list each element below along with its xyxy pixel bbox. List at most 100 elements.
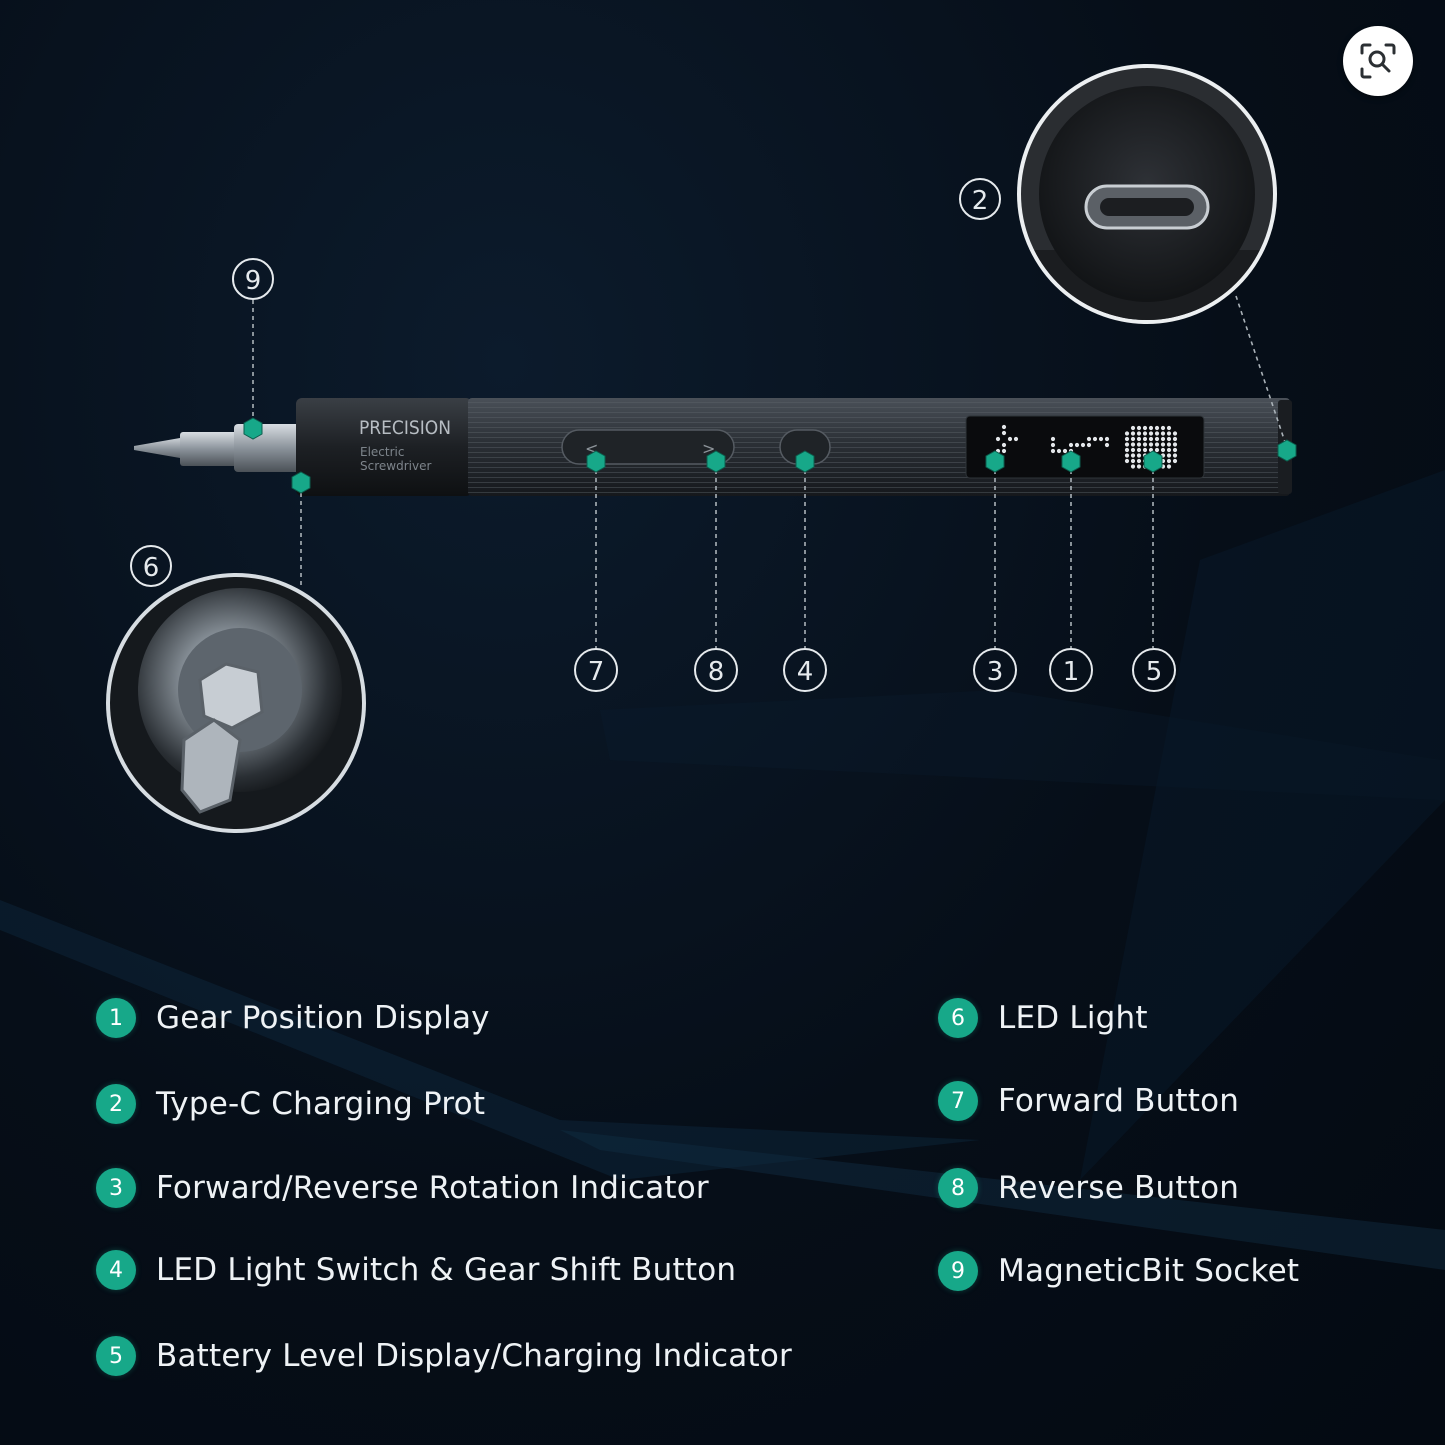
- svg-text:3: 3: [987, 657, 1004, 687]
- legend-item-7: 7 Forward Button: [938, 1077, 1239, 1125]
- callout-1: 1: [1049, 648, 1093, 692]
- matrix-dot: [1172, 442, 1178, 447]
- matrix-dot: [995, 436, 1001, 442]
- matrix-dot: [1166, 425, 1172, 431]
- matrix-dot: [1001, 430, 1007, 436]
- subtitle-line1: Electric: [360, 445, 404, 459]
- matrix-dot: [1130, 458, 1136, 464]
- front-cap: [296, 398, 472, 496]
- matrix-dot: [1154, 436, 1160, 442]
- matrix-dot: [1148, 436, 1154, 442]
- svg-text:7: 7: [588, 657, 605, 687]
- matrix-dot: [1050, 436, 1056, 442]
- matrix-dot: [1124, 447, 1130, 453]
- matrix-dot: [1104, 436, 1110, 442]
- matrix-dot: [1154, 442, 1160, 447]
- legend-item-3: 3 Forward/Reverse Rotation Indicator: [96, 1164, 709, 1212]
- matrix-dot: [1136, 425, 1142, 431]
- matrix-dot: [1172, 447, 1178, 453]
- legend-badge: 7: [938, 1081, 978, 1121]
- matrix-dot: [1124, 442, 1130, 447]
- matrix-dot: [1172, 436, 1178, 442]
- matrix-dot: [1124, 431, 1130, 436]
- legend-item-6: 6 LED Light: [938, 994, 1148, 1042]
- background-streaks: [0, 470, 1445, 1270]
- matrix-dot: [1172, 458, 1178, 464]
- matrix-dot: [1166, 436, 1172, 442]
- matrix-dot: [1136, 458, 1142, 464]
- svg-text:9: 9: [245, 266, 262, 296]
- legend-label: MagneticBit Socket: [998, 1253, 1300, 1289]
- legend-badge: 1: [96, 998, 136, 1038]
- matrix-dot: [1166, 458, 1172, 464]
- matrix-dot: [1130, 431, 1136, 436]
- matrix-dot: [1056, 448, 1062, 454]
- matrix-dot: [1142, 436, 1148, 442]
- matrix-dot: [1142, 442, 1148, 447]
- matrix-dot: [1050, 442, 1056, 448]
- legend-badge: 9: [938, 1251, 978, 1291]
- matrix-dot: [1130, 442, 1136, 447]
- brand-text: PRECISION: [359, 417, 451, 439]
- matrix-dot: [1007, 436, 1013, 442]
- matrix-dot: [1136, 442, 1142, 447]
- matrix-dot: [1001, 448, 1007, 454]
- matrix-dot: [1136, 447, 1142, 453]
- svg-text:2: 2: [972, 186, 989, 216]
- matrix-dot: [1092, 436, 1098, 442]
- matrix-dot: [1080, 442, 1086, 448]
- matrix-dot: [1166, 464, 1172, 469]
- svg-text:1: 1: [1063, 657, 1080, 687]
- matrix-dot: [1124, 458, 1130, 464]
- matrix-dot: [1142, 447, 1148, 453]
- bit-shaft: [180, 432, 240, 466]
- legend-badge: 6: [938, 998, 978, 1038]
- legend-item-2: 2 Type-C Charging Prot: [96, 1080, 485, 1128]
- leader-lines: [252, 295, 1288, 648]
- matrix-dot: [1098, 436, 1104, 442]
- matrix-dot: [1142, 425, 1148, 431]
- matrix-dot: [1160, 431, 1166, 436]
- legend-badge: 3: [96, 1168, 136, 1208]
- visual-search-button[interactable]: [1343, 26, 1413, 96]
- legend-badge: 2: [96, 1084, 136, 1124]
- matrix-dot: [1154, 447, 1160, 453]
- legend-item-9: 9 MagneticBit Socket: [938, 1247, 1299, 1295]
- subtitle-line2: Screwdriver: [360, 459, 431, 473]
- legend-item-8: 8 Reverse Button: [938, 1164, 1239, 1212]
- legend-label: Reverse Button: [998, 1170, 1240, 1206]
- callout-5: 5: [1132, 648, 1176, 692]
- legend-label: Battery Level Display/Charging Indicator: [156, 1338, 792, 1374]
- matrix-dot: [1166, 431, 1172, 436]
- legend-label: Gear Position Display: [156, 1000, 490, 1036]
- legend-label: Forward/Reverse Rotation Indicator: [156, 1170, 709, 1206]
- matrix-dot: [1160, 425, 1166, 431]
- legend-badge: 4: [96, 1250, 136, 1290]
- matrix-dot: [1130, 453, 1136, 458]
- legend-item-5: 5 Battery Level Display/Charging Indicat…: [96, 1332, 792, 1380]
- callout-4: 4: [783, 648, 827, 692]
- matrix-dot: [1074, 442, 1080, 448]
- legend-label: Forward Button: [998, 1083, 1240, 1119]
- matrix-dot: [1136, 431, 1142, 436]
- matrix-dot: [1160, 436, 1166, 442]
- matrix-dot: [1130, 425, 1136, 431]
- matrix-dot: [1086, 442, 1092, 448]
- matrix-dot: [1142, 431, 1148, 436]
- callout-3: 3: [973, 648, 1017, 692]
- callout-2: 2: [959, 178, 1001, 220]
- matrix-dot: [1062, 448, 1068, 454]
- visual-search-icon: [1360, 43, 1396, 79]
- matrix-dot: [1130, 436, 1136, 442]
- matrix-dot: [1086, 436, 1092, 442]
- callout-9: 9: [232, 258, 274, 300]
- type-c-port-inset: [1017, 64, 1277, 324]
- led-light-inset: [106, 573, 366, 833]
- svg-text:8: 8: [708, 657, 725, 687]
- matrix-dot: [1160, 442, 1166, 447]
- matrix-dot: [1166, 447, 1172, 453]
- matrix-dot: [1001, 424, 1007, 430]
- matrix-dot: [1148, 442, 1154, 447]
- legend-label: LED Light Switch & Gear Shift Button: [156, 1252, 737, 1288]
